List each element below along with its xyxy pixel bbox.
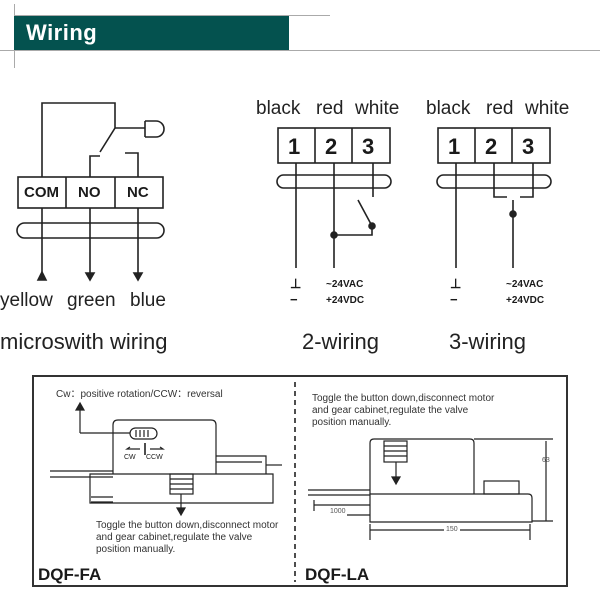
no-contact [89, 155, 100, 177]
three-color-white: white [525, 98, 570, 119]
three-color-red: red [486, 98, 514, 119]
fa-linkage [216, 455, 267, 474]
ground-symbol: ⊥ [450, 276, 462, 291]
la-dim-length: 150 [444, 526, 460, 533]
supply-24vac: ~24VAC [326, 279, 364, 290]
terminal-com: COM [24, 184, 59, 201]
three-color-black: black [426, 98, 471, 119]
wire-color-blue: blue [130, 290, 166, 311]
wire-2-3-bridge [493, 163, 534, 198]
la-model-name: DQF-LA [305, 565, 370, 584]
terminal-dividers [65, 177, 116, 208]
fa-rotation-note: Cw：positive rotation/CCW：reversal [56, 389, 223, 400]
fa-model-name: DQF-FA [38, 565, 102, 584]
fa-ccw-label: CCW [146, 454, 163, 461]
fa-manual-note: Toggle the button down,disconnect motor … [96, 520, 279, 555]
page-title: Wiring [26, 20, 98, 45]
two-terminal-2: 2 [325, 134, 338, 159]
three-terminal-3: 3 [522, 134, 535, 159]
ground-symbol: ⊥ [290, 276, 302, 291]
com-wire [41, 102, 116, 177]
output-wires [41, 208, 139, 280]
two-wiring-caption: 2-wiring [302, 329, 380, 354]
models-panel [32, 375, 568, 587]
three-terminal-2: 2 [485, 134, 498, 159]
supply-24vac: ~24VAC [506, 279, 544, 290]
header-rule-top [14, 15, 330, 16]
nc-contact [125, 152, 139, 177]
header-bar [14, 16, 289, 50]
arrow-down-icon [132, 272, 144, 282]
la-motor-housing [369, 438, 475, 494]
two-wiring-diagram [276, 127, 392, 268]
dim-height [474, 438, 553, 522]
fa-cable [50, 470, 113, 478]
supply-24vdc: +24VDC [326, 295, 365, 306]
supply-24vdc: +24VDC [506, 295, 545, 306]
two-color-red: red [316, 98, 344, 119]
terminal-nc: NC [127, 184, 149, 201]
header-rule-bottom [0, 50, 600, 51]
la-gear-base [369, 493, 533, 523]
minus-symbol: − [290, 292, 298, 307]
wire-3-switch [334, 163, 374, 236]
terminal-no: NO [78, 184, 101, 201]
minus-symbol: − [450, 292, 458, 307]
two-color-black: black [256, 98, 301, 119]
dim-cable [313, 500, 370, 511]
arrow-down-icon [84, 272, 96, 282]
la-dim-height: 63 [542, 457, 550, 464]
dqf-la-drawing [308, 438, 553, 540]
three-wiring-diagram [436, 127, 552, 268]
la-manual-note: Toggle the button down,disconnect motor … [312, 393, 495, 428]
two-terminal-1: 1 [288, 134, 301, 159]
arrow-up-icon [36, 270, 48, 281]
fa-motor-housing [112, 419, 217, 474]
la-cable [308, 489, 370, 496]
fa-cw-label: CW [124, 454, 136, 461]
dqf-fa-drawing [50, 401, 282, 517]
two-color-white: white [355, 98, 400, 119]
fa-gear-base [89, 473, 274, 504]
wire-color-yellow: yellow [0, 290, 53, 311]
actuator-button [144, 120, 165, 138]
three-wiring-caption: 3-wiring [449, 329, 527, 354]
la-dim-cable: 1000 [330, 508, 346, 515]
three-terminal-1: 1 [448, 134, 461, 159]
microswitch-diagram [16, 102, 165, 282]
microswitch-caption: microswith wiring [0, 329, 168, 354]
wire-color-green: green [67, 290, 116, 311]
two-terminal-3: 3 [362, 134, 375, 159]
